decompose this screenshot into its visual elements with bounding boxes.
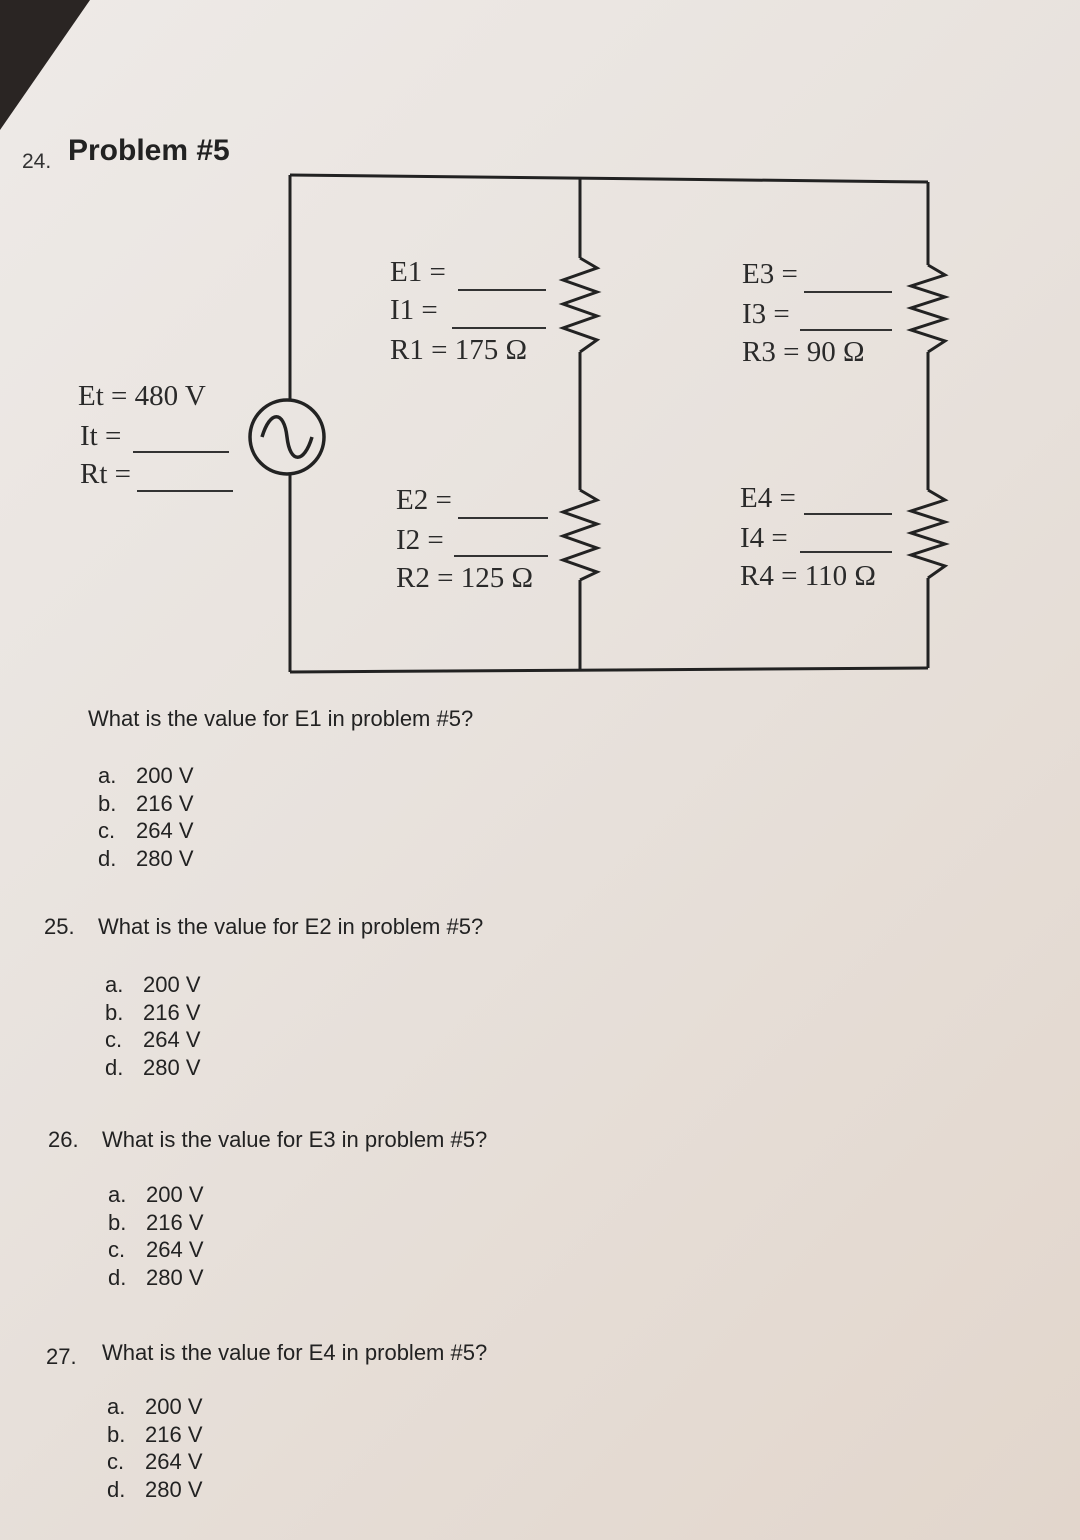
option-text: 200 V — [145, 1394, 203, 1419]
option-text: 200 V — [136, 763, 194, 788]
option-c[interactable]: c. 264 V — [105, 1026, 201, 1054]
option-letter: b. — [107, 1421, 126, 1447]
question-26-text: What is the value for E3 in problem #5? — [102, 1127, 488, 1152]
r3-resistance-label: R3 = 90 Ω — [742, 336, 865, 368]
r4-resistance-label: R4 = 110 Ω — [740, 560, 876, 592]
r4-voltage-label: E4 = — [740, 482, 796, 514]
option-letter: c. — [98, 818, 116, 843]
resistor-r1-icon — [558, 256, 602, 354]
option-letter: b. — [105, 999, 124, 1025]
wire-top — [289, 173, 929, 184]
option-d[interactable]: d. 280 V — [105, 1054, 201, 1082]
option-text: 200 V — [146, 1182, 204, 1207]
resistor-r3-icon — [906, 263, 950, 354]
option-letter: d. — [108, 1264, 127, 1290]
r4-current-label: I4 = — [740, 522, 788, 554]
option-a[interactable]: a. 200 V — [107, 1393, 203, 1421]
option-text: 280 V — [146, 1264, 204, 1290]
question-25-number: 25. — [44, 914, 75, 939]
option-a[interactable]: a. 200 V — [105, 971, 201, 999]
question-number-24: 24. — [22, 150, 52, 173]
question-e1-text: What is the value for E1 in problem #5? — [88, 706, 474, 731]
question-27-number: 27. — [46, 1344, 77, 1369]
option-text: 280 V — [145, 1476, 203, 1502]
option-letter: a. — [108, 1182, 127, 1207]
r3-current-label: I3 = — [742, 298, 790, 330]
option-a[interactable]: a. 200 V — [98, 762, 194, 790]
option-letter: d. — [105, 1054, 124, 1080]
question-27-text: What is the value for E4 in problem #5? — [102, 1340, 488, 1365]
option-d[interactable]: d. 280 V — [107, 1476, 203, 1504]
source-voltage-label: Et = 480 V — [78, 380, 206, 412]
page-shadow — [0, 0, 90, 130]
option-text: 264 V — [145, 1449, 203, 1474]
option-text: 280 V — [136, 845, 194, 871]
option-b[interactable]: b. 216 V — [107, 1421, 203, 1449]
question-e1-options: a. 200 V b. 216 V c. 264 V d. 280 V — [98, 762, 194, 872]
option-text: 216 V — [136, 790, 194, 816]
question-25-text: What is the value for E2 in problem #5? — [98, 914, 484, 939]
source-current-label: It = — [80, 420, 122, 452]
resistor-r2-icon — [558, 488, 602, 582]
option-text: 216 V — [145, 1421, 203, 1447]
resistor-r4-icon — [906, 488, 950, 580]
question-26-number: 26. — [48, 1127, 79, 1152]
option-b[interactable]: b. 216 V — [108, 1209, 204, 1237]
r1-current-label: I1 = — [390, 294, 438, 326]
option-d[interactable]: d. 280 V — [98, 845, 194, 873]
question-26-options: a. 200 V b. 216 V c. 264 V d. 280 V — [108, 1181, 204, 1291]
option-a[interactable]: a. 200 V — [108, 1181, 204, 1209]
option-c[interactable]: c. 264 V — [98, 817, 194, 845]
option-text: 216 V — [143, 999, 201, 1025]
question-25-options: a. 200 V b. 216 V c. 264 V d. 280 V — [105, 971, 201, 1081]
option-text: 216 V — [146, 1209, 204, 1235]
r2-current-label: I2 = — [396, 524, 444, 556]
option-text: 280 V — [143, 1054, 201, 1080]
option-text: 264 V — [146, 1237, 204, 1262]
option-text: 200 V — [143, 972, 201, 997]
option-letter: c. — [108, 1237, 126, 1262]
option-text: 264 V — [143, 1027, 201, 1052]
r2-resistance-label: R2 = 125 Ω — [396, 562, 533, 594]
option-d[interactable]: d. 280 V — [108, 1264, 204, 1292]
ac-source-icon — [248, 398, 326, 476]
option-letter: a. — [105, 972, 124, 997]
option-c[interactable]: c. 264 V — [107, 1448, 203, 1476]
option-letter: a. — [107, 1394, 126, 1419]
source-resistance-label: Rt = — [80, 458, 132, 490]
wire-bottom — [289, 666, 929, 674]
option-b[interactable]: b. 216 V — [98, 790, 194, 818]
r3-voltage-label: E3 = — [742, 258, 798, 290]
option-b[interactable]: b. 216 V — [105, 999, 201, 1027]
option-c[interactable]: c. 264 V — [108, 1236, 204, 1264]
option-letter: d. — [107, 1476, 126, 1502]
r1-resistance-label: R1 = 175 Ω — [390, 334, 527, 366]
option-letter: c. — [107, 1449, 125, 1474]
problem-title: Problem #5 — [68, 134, 230, 167]
option-letter: a. — [98, 763, 117, 788]
option-letter: c. — [105, 1027, 123, 1052]
option-text: 264 V — [136, 818, 194, 843]
option-letter: b. — [108, 1209, 127, 1235]
option-letter: b. — [98, 790, 117, 816]
option-letter: d. — [98, 845, 117, 871]
r2-voltage-label: E2 = — [396, 484, 452, 516]
r1-voltage-label: E1 = — [390, 256, 446, 288]
question-27-options: a. 200 V b. 216 V c. 264 V d. 280 V — [107, 1393, 203, 1503]
